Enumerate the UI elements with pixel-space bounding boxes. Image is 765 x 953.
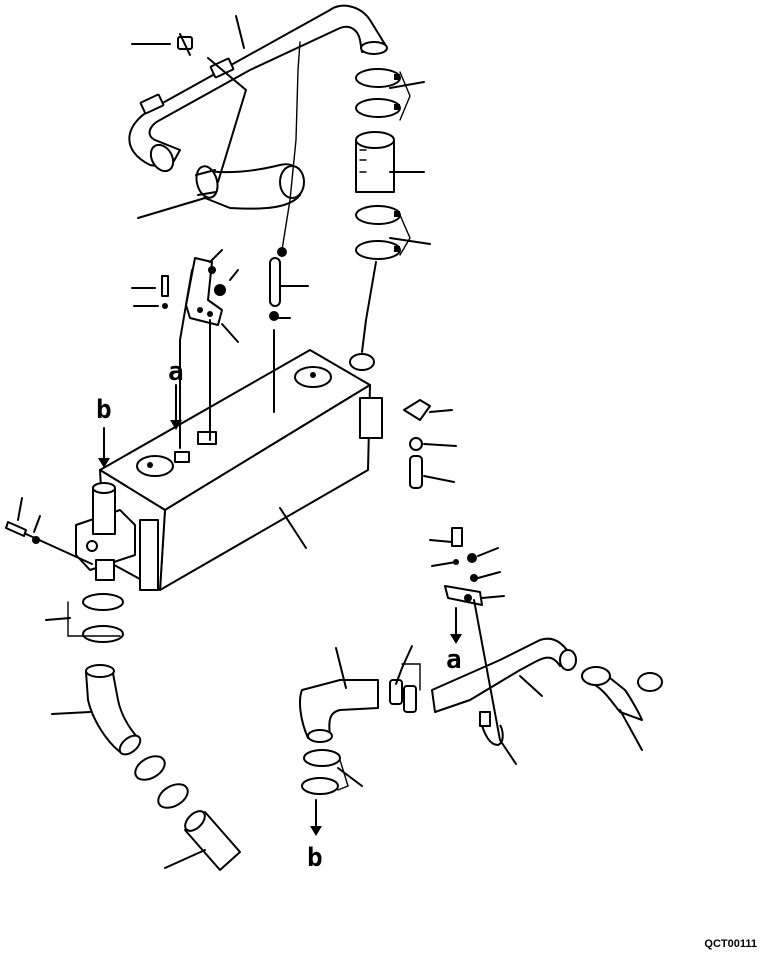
hose-clamp-right-2 (355, 205, 401, 260)
vent-tube (269, 41, 301, 321)
hose-clamp-lower (134, 755, 189, 809)
hose-clamp-left (82, 593, 124, 643)
leader-lines (17, 15, 643, 869)
right-elbow-fitting (403, 399, 431, 489)
right-elbow-hose (581, 666, 663, 721)
upper-bent-hose (128, 4, 388, 173)
ref-arrow-a-top: a (168, 357, 184, 430)
ref-arrow-a-bottom: a (446, 607, 462, 675)
straight-hose-right (355, 131, 395, 193)
mounting-bracket (161, 257, 226, 326)
small-connector (389, 679, 417, 713)
hose-clip-top (139, 33, 235, 115)
elbow-hose-left (85, 664, 142, 756)
ref-letter-b-bottom: b (307, 843, 323, 873)
reservoir-tank (99, 349, 383, 591)
ref-letter-a-top: a (168, 357, 184, 387)
elbow-hose-lower (299, 679, 379, 743)
ref-arrow-b-bottom: b (307, 799, 323, 873)
ref-arrow-b-top: b (96, 395, 112, 468)
bolt-left (5, 521, 40, 544)
hose-clamp-right-1 (355, 68, 401, 118)
pipe-lower (184, 810, 241, 871)
long-bent-pipe (431, 637, 577, 713)
ref-letter-b-top: b (96, 395, 112, 425)
outlet-block (75, 482, 136, 581)
lower-bracket (444, 527, 483, 606)
figure-code: QCT00111 (704, 938, 757, 950)
elbow-hose-upper (195, 163, 305, 210)
clamp-brackets (67, 71, 421, 791)
ref-letter-a-bottom: a (446, 645, 462, 675)
lower-clamps (301, 749, 341, 795)
